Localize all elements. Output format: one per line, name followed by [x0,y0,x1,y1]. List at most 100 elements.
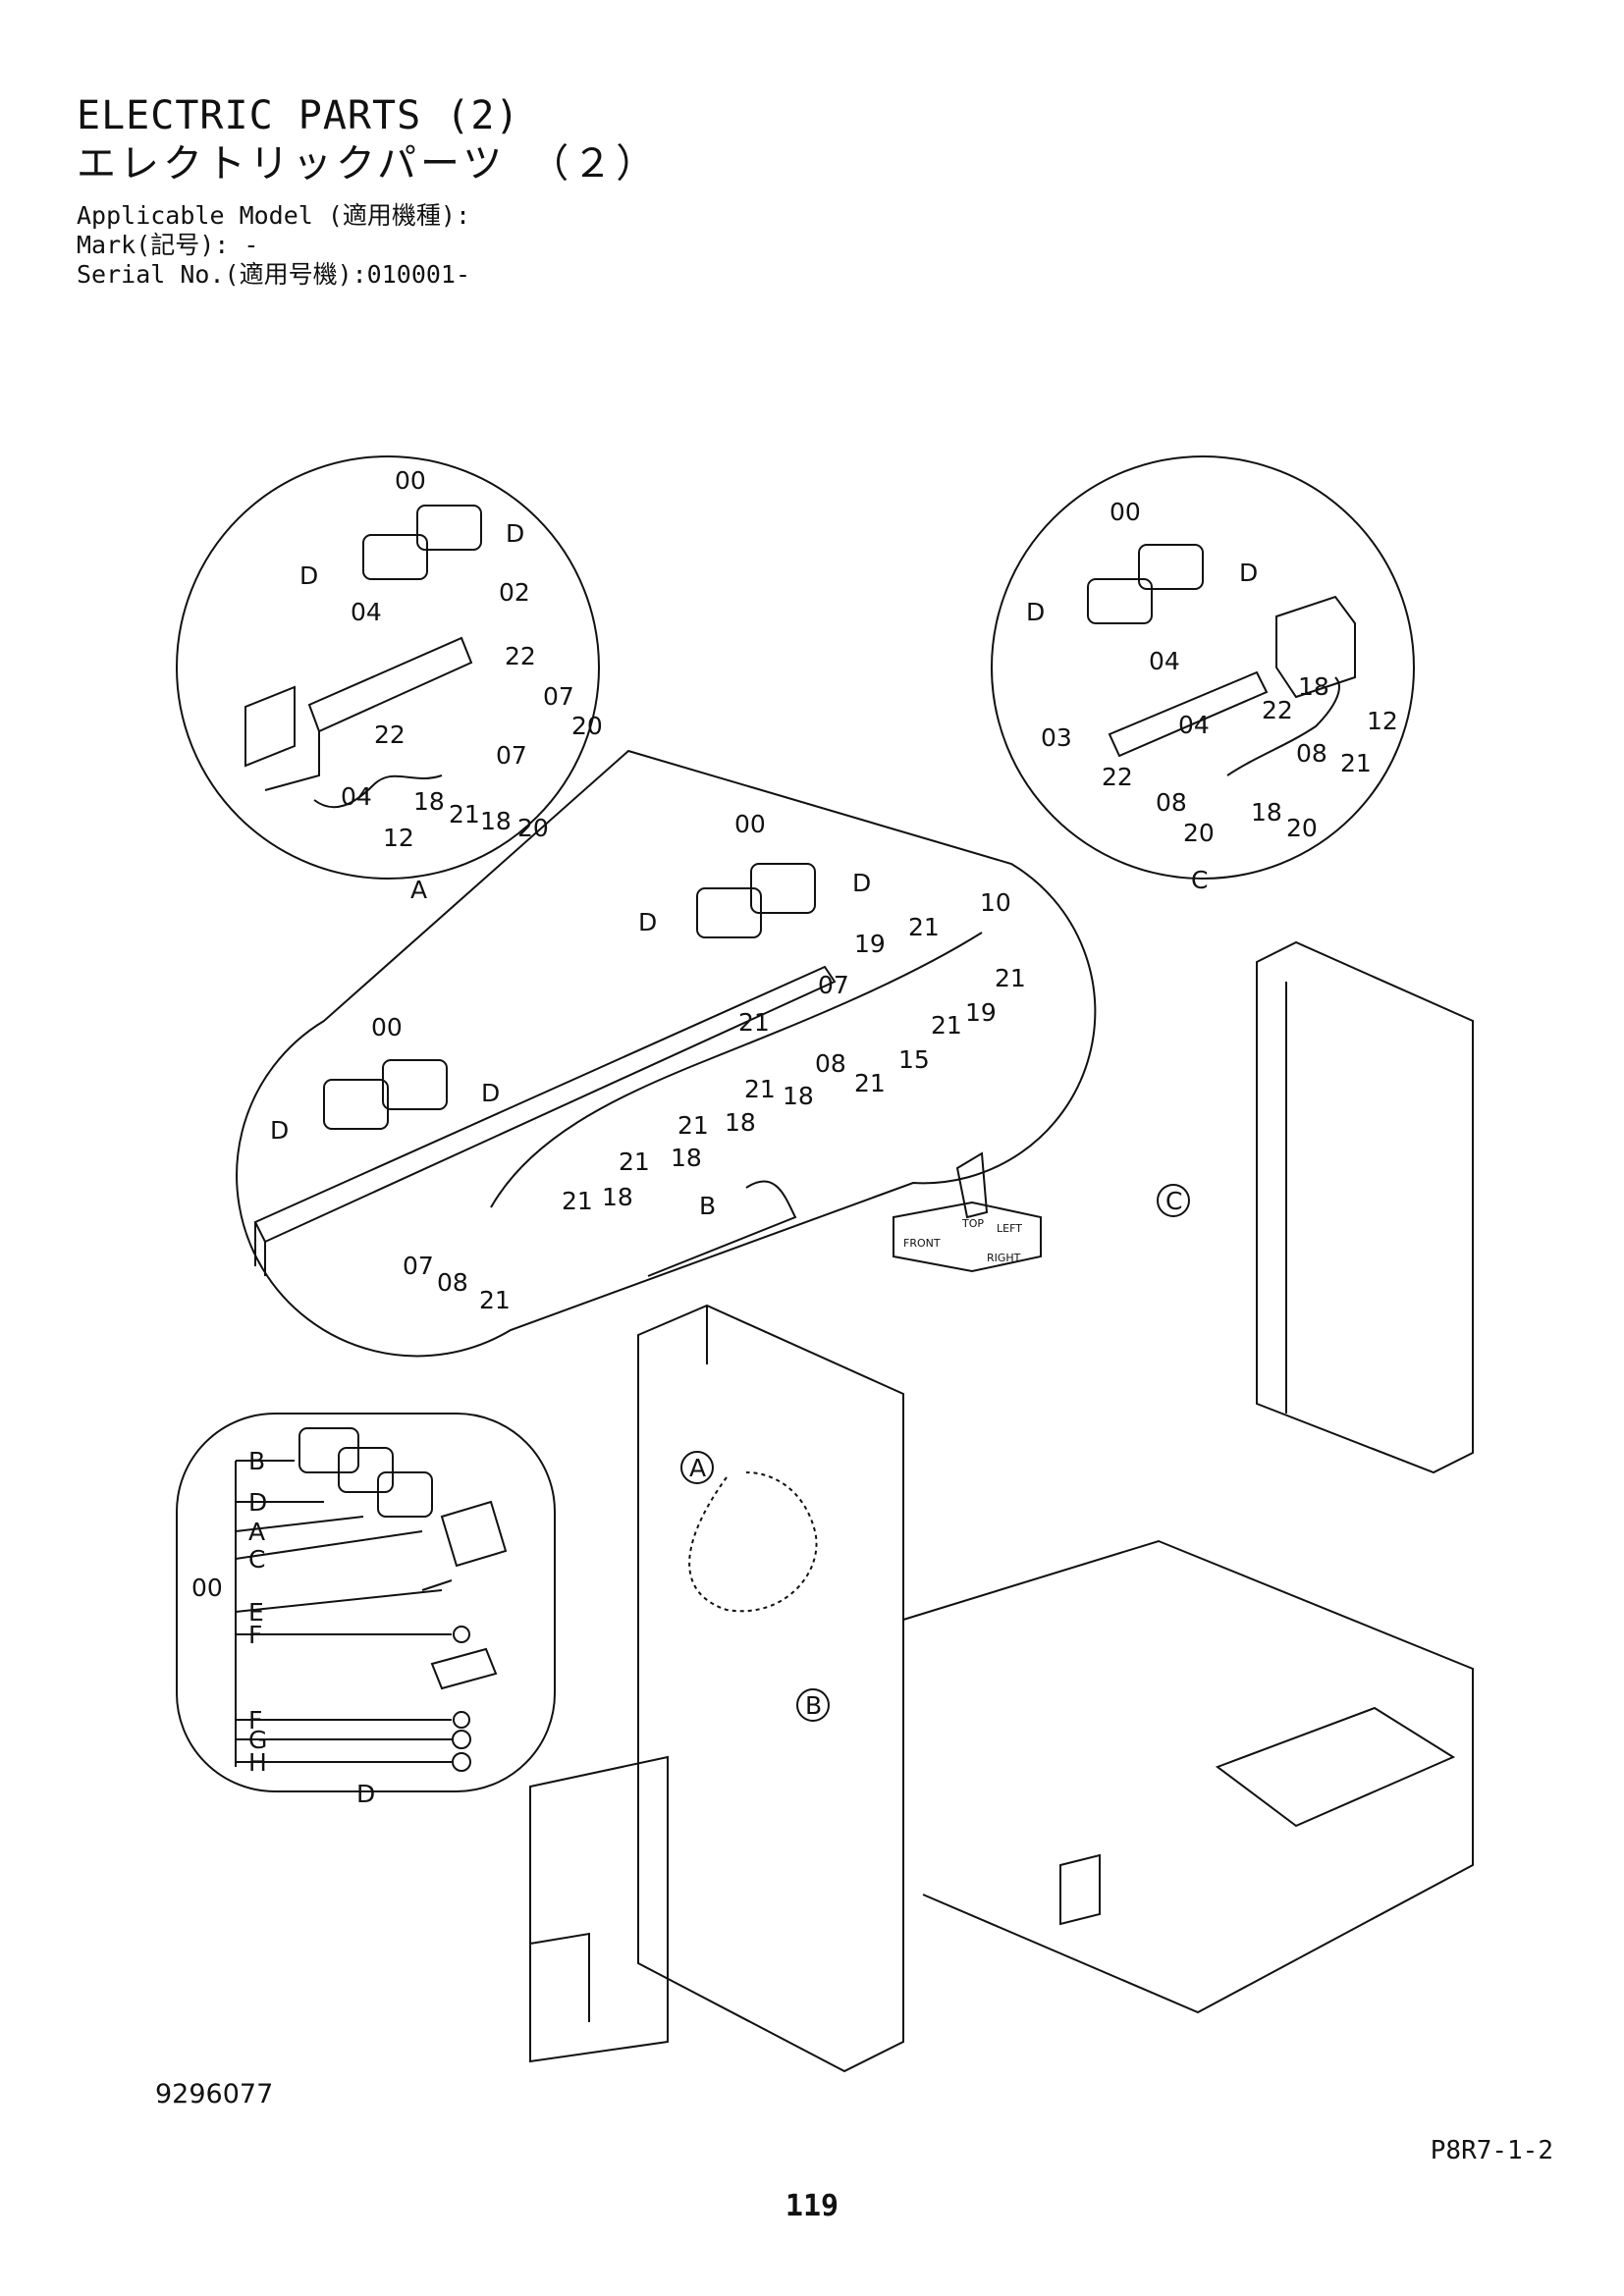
page-title-english: ELECTRIC PARTS (2) [77,93,520,138]
detail-a-caption: A [410,876,427,904]
label-a-18a: 18 [413,787,445,816]
main-machine-view [529,940,1474,2073]
label-c-20a: 20 [1183,819,1215,847]
direction-labels: FRONT RIGHT TOP LEFT [903,1217,1022,1264]
label-b-21b: 21 [995,964,1026,992]
callout-c: C [1165,1187,1182,1215]
label-d-c: C [248,1545,265,1574]
callout-c-circle [1157,1184,1190,1217]
direction-left: LEFT [997,1222,1022,1235]
label-d-f1: F [248,1621,262,1649]
main-view-callouts: A B C [689,1187,1182,1720]
label-b-21i: 21 [562,1187,593,1215]
label-c-04a: 04 [1149,647,1180,675]
label-b-19a: 19 [854,930,886,958]
label-d-a: A [248,1518,265,1546]
label-b-21f: 21 [744,1075,776,1103]
label-b-18c: 18 [671,1144,702,1172]
direction-front: FRONT [903,1237,941,1250]
detail-d-labels: B D A C 00 E F F G H D [191,1447,375,1808]
page-number: 119 [785,2189,839,2223]
label-b-21a: 21 [908,913,940,941]
page-header: ELECTRIC PARTS (2) エレクトリックパーツ （２） Applic… [77,93,659,290]
label-c-18a: 18 [1298,672,1329,701]
label-a-22a: 22 [505,642,536,670]
label-b-21j: 21 [479,1286,511,1314]
label-d-d: D [248,1488,267,1517]
direction-top: TOP [961,1217,984,1230]
page-code: P8R7-1-2 [1430,2136,1553,2165]
label-b-21g: 21 [677,1111,709,1140]
label-d-h: H [248,1748,267,1777]
label-c-21: 21 [1340,749,1372,777]
page-title-japanese: エレクトリックパーツ （２） [77,141,660,187]
detail-a-circle [176,455,600,880]
label-a-04b: 04 [341,782,372,811]
label-b-18b: 18 [725,1108,756,1137]
label-b-21d: 21 [738,1008,770,1037]
label-b-00a: 00 [734,810,766,838]
label-b-d1: D [638,908,657,936]
label-b-08a: 08 [815,1049,846,1078]
applicable-model: Applicable Model (適用機種): [77,201,471,230]
detail-c-labels: 00 D D 04 18 22 12 03 04 08 21 22 08 18 … [1026,498,1398,894]
detail-b-caption: B [699,1192,716,1220]
detail-c-parts [1087,544,1356,776]
direction-right: RIGHT [987,1252,1021,1264]
label-b-08b: 08 [437,1268,468,1297]
detail-b-parts [253,863,983,1276]
direction-indicator [893,1151,1042,1273]
mark: Mark(記号): - [77,231,259,259]
label-a-07a: 07 [543,682,574,711]
detail-d-caption: D [356,1780,375,1808]
label-a-02: 02 [499,578,530,607]
callout-b-circle [796,1688,830,1722]
detail-a-labels: 00 D D 04 02 22 07 20 22 07 04 18 21 18 … [299,466,603,904]
label-b-00b: 00 [371,1013,403,1041]
label-a-12: 12 [383,824,414,852]
applicability-info: Applicable Model (適用機種): Mark(記号): - Ser… [77,201,659,290]
label-c-22a: 22 [1262,696,1293,724]
label-c-22b: 22 [1102,763,1133,791]
label-b-18a: 18 [783,1082,814,1110]
label-b-d2: D [852,869,871,897]
detail-d-parts [235,1427,508,1772]
label-b-d4: D [481,1079,500,1107]
label-b-07a: 07 [818,971,849,999]
label-c-04b: 04 [1178,711,1210,739]
label-a-20b: 20 [517,814,549,842]
label-b-15: 15 [898,1045,930,1074]
label-b-19b: 19 [965,998,997,1027]
label-c-d2: D [1239,559,1258,587]
label-d-b: B [248,1447,265,1475]
detail-b-outline [236,749,1097,1358]
detail-a-parts [244,505,482,809]
detail-c-caption: C [1191,866,1208,894]
label-b-21e: 21 [854,1069,886,1097]
label-c-d1: D [1026,598,1045,626]
label-c-08a: 08 [1296,739,1327,768]
serial-number: Serial No.(適用号機):010001- [77,260,471,289]
detail-c-circle [991,455,1415,880]
label-d-f2: F [248,1706,262,1735]
label-a-18b: 18 [480,807,512,835]
label-b-07b: 07 [403,1252,434,1280]
label-c-03: 03 [1041,723,1072,752]
label-b-21h: 21 [619,1148,650,1176]
callout-a-circle [680,1451,714,1484]
label-a-20a: 20 [571,712,603,740]
label-c-18b: 18 [1251,798,1282,827]
label-a-07b: 07 [496,741,527,770]
label-d-00: 00 [191,1574,223,1602]
label-b-10: 10 [980,888,1011,917]
illustration-number: 9296077 [155,2079,274,2109]
label-a-22b: 22 [374,721,406,749]
label-a-21: 21 [449,800,480,828]
label-d-e: E [248,1598,264,1627]
detail-d-outline [176,1413,556,1792]
label-a-00: 00 [395,466,426,495]
label-a-d1: D [299,561,318,590]
label-c-20b: 20 [1286,814,1318,842]
callout-b: B [805,1691,822,1720]
